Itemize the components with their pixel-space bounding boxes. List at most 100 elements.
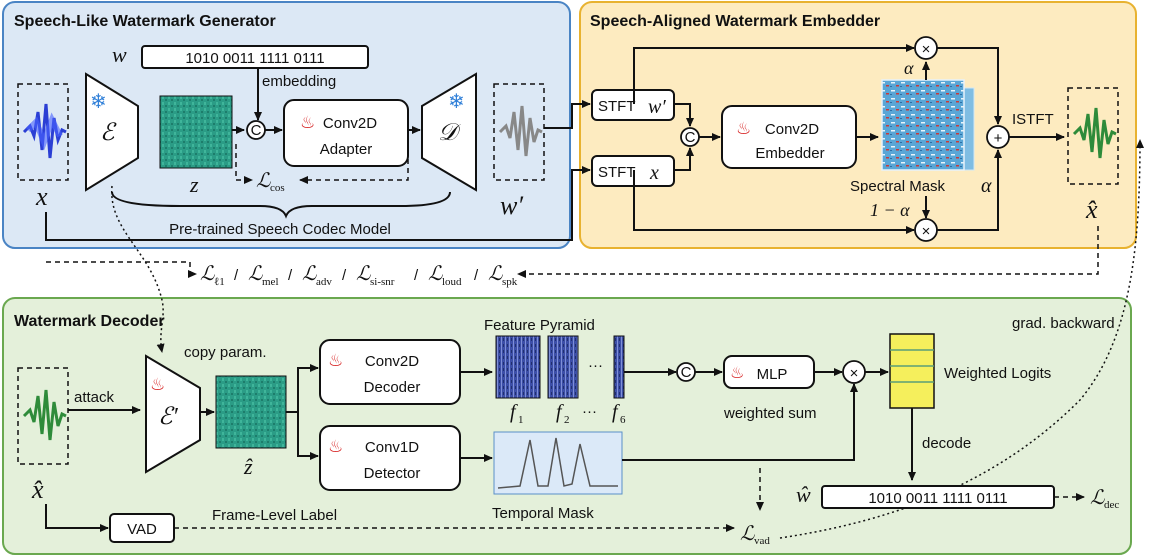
loss-separator: / (474, 267, 479, 284)
one-minus-alpha: 1 − α (870, 200, 910, 220)
mult-bottom-to-sum (937, 149, 1002, 231)
loss-cos-sub: cos (270, 182, 285, 194)
f6-sub: 6 (620, 414, 626, 426)
flame-icon-mlp: ♨ (730, 365, 744, 382)
stft-x-to-concat (674, 147, 694, 171)
embedding-label: embedding (262, 73, 336, 90)
alpha-top: α (904, 58, 914, 78)
istft-label: ISTFT (1012, 111, 1054, 128)
encoder-prime-symbol: ℰ′ (158, 404, 179, 430)
mult-top-symbol: × (922, 41, 931, 58)
pyramid-ellipsis: ··· (588, 357, 603, 374)
watermarked-frame (1067, 87, 1119, 185)
watermark-bits: 1010 0011 1111 0111 (185, 50, 324, 67)
conv2d-line2: Decoder (364, 379, 421, 396)
w-prime-symbol: w′ (500, 191, 523, 220)
z-hat-symbol: ẑ (243, 454, 253, 479)
f2-sub: 2 (564, 414, 570, 426)
dec-x-hat: x̂ (31, 475, 44, 504)
feature-f1 (495, 335, 541, 399)
decoded-bits: 1010 0011 1111 0111 (868, 490, 1007, 507)
f2-label: f (556, 401, 564, 423)
codec-encoder (85, 72, 139, 192)
feature-f2 (547, 335, 579, 399)
conv2d-line1: Conv2D (365, 353, 419, 370)
loss-separator: / (342, 267, 347, 284)
weighted-sum-label: weighted sum (723, 405, 817, 422)
adapter-line1: Conv2D (323, 115, 377, 132)
encoder-symbol: ℰ (100, 120, 117, 146)
xhat-to-vad (45, 504, 109, 532)
grad-backward-label: grad. backward (1012, 315, 1115, 332)
loss-term-L: ℒ (356, 263, 371, 285)
weighted-logits-label: Weighted Logits (944, 365, 1051, 382)
loss-right-dash (517, 226, 1099, 278)
loss-separator: / (234, 267, 239, 284)
flame-icon: ♨ (300, 113, 315, 132)
attack-label: attack (74, 389, 115, 406)
attacked-frame (17, 367, 69, 465)
flame-icon-embedder: ♨ (736, 119, 751, 138)
loss-separator: / (414, 267, 419, 284)
conv1d-line1: Conv1D (365, 439, 419, 456)
f1-sub: 1 (518, 414, 524, 426)
loss-term-sub: ℓ1 (214, 276, 225, 288)
w-symbol: w (112, 42, 127, 67)
loss-cos-L: ℒ (256, 170, 271, 192)
zhat-to-conv2d (286, 364, 319, 413)
loss-vad-L: ℒ (740, 523, 755, 545)
temporal-mask-curve (497, 437, 618, 489)
sum-symbol: + (994, 130, 1003, 147)
latent-z-hat (215, 375, 287, 449)
gen-x-symbol: x (35, 182, 48, 211)
stft-w-label: STFT (598, 98, 636, 115)
mult-top-to-sum (937, 47, 1002, 125)
top-path-arrow (633, 44, 915, 104)
emb-concat-symbol: C (685, 129, 696, 146)
loss-separator: / (288, 267, 293, 284)
input-waveform-frame (17, 83, 69, 181)
codec-label: Pre-trained Speech Codec Model (169, 221, 391, 238)
flame-icon-encoder: ♨ (150, 375, 165, 394)
temporal-mask (493, 431, 623, 495)
loss-term-L: ℒ (302, 263, 317, 285)
speech-watermark-frame (493, 83, 545, 181)
loss-term-sub: loud (442, 276, 462, 288)
decoder-encoder (145, 354, 201, 474)
embedder-line2: Embedder (755, 145, 824, 162)
f1-label: f (510, 401, 518, 423)
stft-x-symbol: x (649, 162, 659, 184)
loss-term-sub: si-snr (370, 276, 395, 288)
loss-term-L: ℒ (200, 263, 215, 285)
codec-brace (111, 191, 451, 219)
vad-label: VAD (127, 521, 157, 538)
emb-x-hat: x̂ (1085, 195, 1098, 224)
snowflake-icon-2: ❄ (448, 91, 465, 113)
f6-label: f (612, 401, 620, 423)
feature-pyramid-label: Feature Pyramid (484, 317, 595, 334)
z-symbol: z (189, 172, 199, 197)
embedder-line1: Conv2D (765, 121, 819, 138)
feature-f6 (613, 335, 625, 399)
codec-decoder (421, 72, 477, 192)
stft-w-symbol: w′ (648, 96, 666, 118)
loss-term-L: ℒ (488, 263, 503, 285)
mask-to-weight (622, 383, 858, 461)
speech-watermark-gray (498, 105, 543, 157)
weighted-logits (889, 333, 935, 409)
cos-left-arrow (235, 144, 253, 184)
loss-term-sub: mel (262, 276, 279, 288)
w-hat-symbol: ŵ (796, 482, 811, 507)
stft-w-to-concat (674, 103, 694, 127)
spectral-mask-label: Spectral Mask (850, 178, 946, 195)
loss-term-sub: adv (316, 276, 332, 288)
loss-dec-L: ℒ (1090, 487, 1105, 509)
loss-term-sub: spk (502, 276, 518, 288)
conv1d-line2: Detector (364, 465, 421, 482)
latent-z (159, 95, 233, 169)
mlp-label: MLP (757, 366, 788, 383)
grad-backward-dotted (779, 139, 1144, 539)
